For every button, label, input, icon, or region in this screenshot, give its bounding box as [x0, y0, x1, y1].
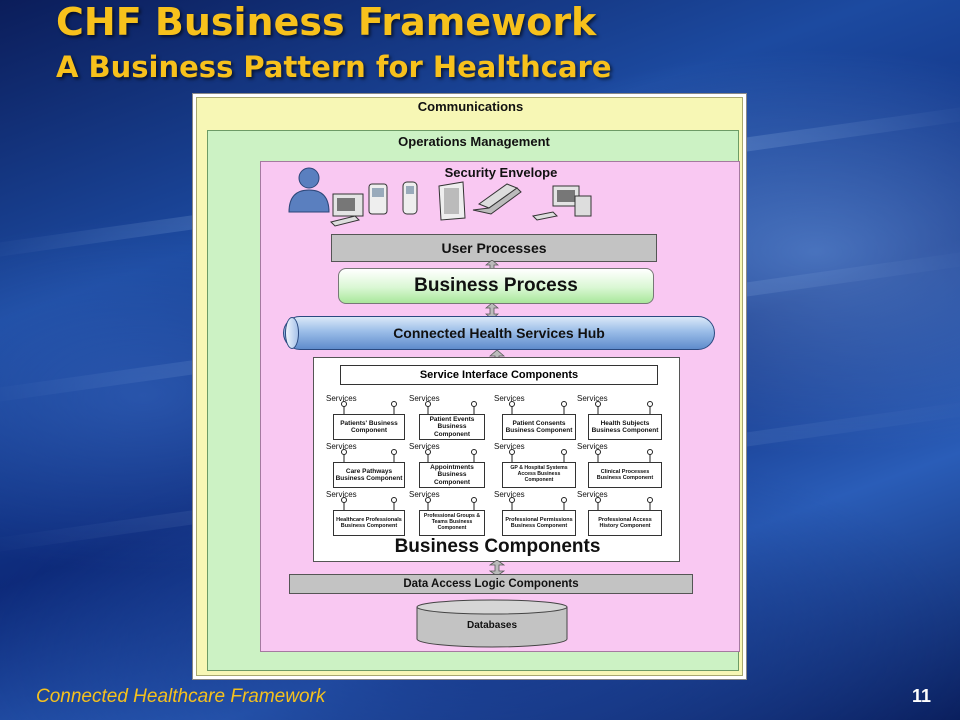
desktop-terminal-icon: [330, 193, 364, 227]
component-patient-events: Patient Events Business Component: [419, 414, 485, 440]
component-professional-groups: Professional Groups & Teams Business Com…: [419, 510, 485, 536]
footer-text: Connected Healthcare Framework: [36, 686, 326, 707]
row2-connectors: [341, 449, 653, 462]
row1-connectors: [341, 401, 653, 414]
devices-row: [288, 167, 592, 227]
slide-title: CHF Business Framework: [56, 0, 597, 44]
user-processes-bar: User Processes: [331, 234, 657, 262]
health-services-hub: Connected Health Services Hub: [283, 316, 715, 350]
communications-layer: Communications Operations Management Sec…: [196, 97, 743, 676]
services-label: Services: [577, 490, 608, 499]
services-label: Services: [326, 490, 357, 499]
diagram-frame: Communications Operations Management Sec…: [192, 93, 747, 680]
component-patients: Patients' Business Component: [333, 414, 405, 440]
row3-connectors: [341, 497, 653, 510]
services-label: Services: [494, 490, 525, 499]
component-care-pathways: Care Pathways Business Component: [333, 462, 405, 488]
services-label: Services: [577, 442, 608, 451]
double-arrow-icon: [485, 303, 499, 319]
services-label: Services: [577, 394, 608, 403]
operations-management-layer: Operations Management Security Envelope: [207, 130, 740, 671]
component-clinical-processes: Clinical Processes Business Component: [588, 462, 662, 488]
services-label: Services: [494, 394, 525, 403]
business-process-box: Business Process: [338, 268, 654, 304]
double-arrow-icon: [489, 560, 505, 576]
security-envelope-label: Security Envelope: [444, 165, 558, 180]
page-number: 11: [912, 686, 932, 706]
communications-label: Communications: [417, 99, 524, 114]
desktop-pc-icon: [531, 185, 592, 221]
services-label: Services: [326, 442, 357, 451]
laptop-icon: [472, 183, 522, 215]
component-health-subjects: Health Subjects Business Component: [588, 414, 662, 440]
services-label: Services: [409, 394, 440, 403]
tablet-icon: [438, 181, 466, 221]
person-icon: [288, 167, 330, 213]
phone-icon: [368, 183, 388, 215]
databases-cylinder: Databases: [415, 599, 569, 649]
databases-label: Databases: [466, 620, 518, 631]
component-healthcare-professionals: Healthcare Professionals Business Compon…: [333, 510, 405, 536]
component-appointments: Appointments Business Component: [419, 462, 485, 488]
handheld-icon: [402, 181, 418, 215]
component-professional-access-history: Professional Access History Component: [588, 510, 662, 536]
services-label: Services: [409, 442, 440, 451]
service-connectors: [341, 401, 653, 510]
component-patient-consents: Patient Consents Business Component: [502, 414, 576, 440]
business-components-container: Service Interface Components Services Se…: [313, 357, 680, 562]
security-envelope-layer: Security Envelope: [260, 161, 740, 652]
services-label: Services: [409, 490, 440, 499]
operations-management-label: Operations Management: [398, 134, 550, 149]
business-components-label: Business Components: [394, 536, 601, 557]
component-professional-permissions: Professional Permissions Business Compon…: [502, 510, 576, 536]
component-gp-hospital-access: GP & Hospital Systems Access Business Co…: [502, 462, 576, 488]
database-icon: [416, 599, 568, 648]
data-access-bar: Data Access Logic Components: [289, 574, 693, 594]
hub-end-cap: [285, 317, 299, 349]
slide-subtitle: A Business Pattern for Healthcare: [56, 50, 612, 84]
services-label: Services: [494, 442, 525, 451]
services-label: Services: [326, 394, 357, 403]
service-interface-components: Service Interface Components: [340, 365, 658, 385]
